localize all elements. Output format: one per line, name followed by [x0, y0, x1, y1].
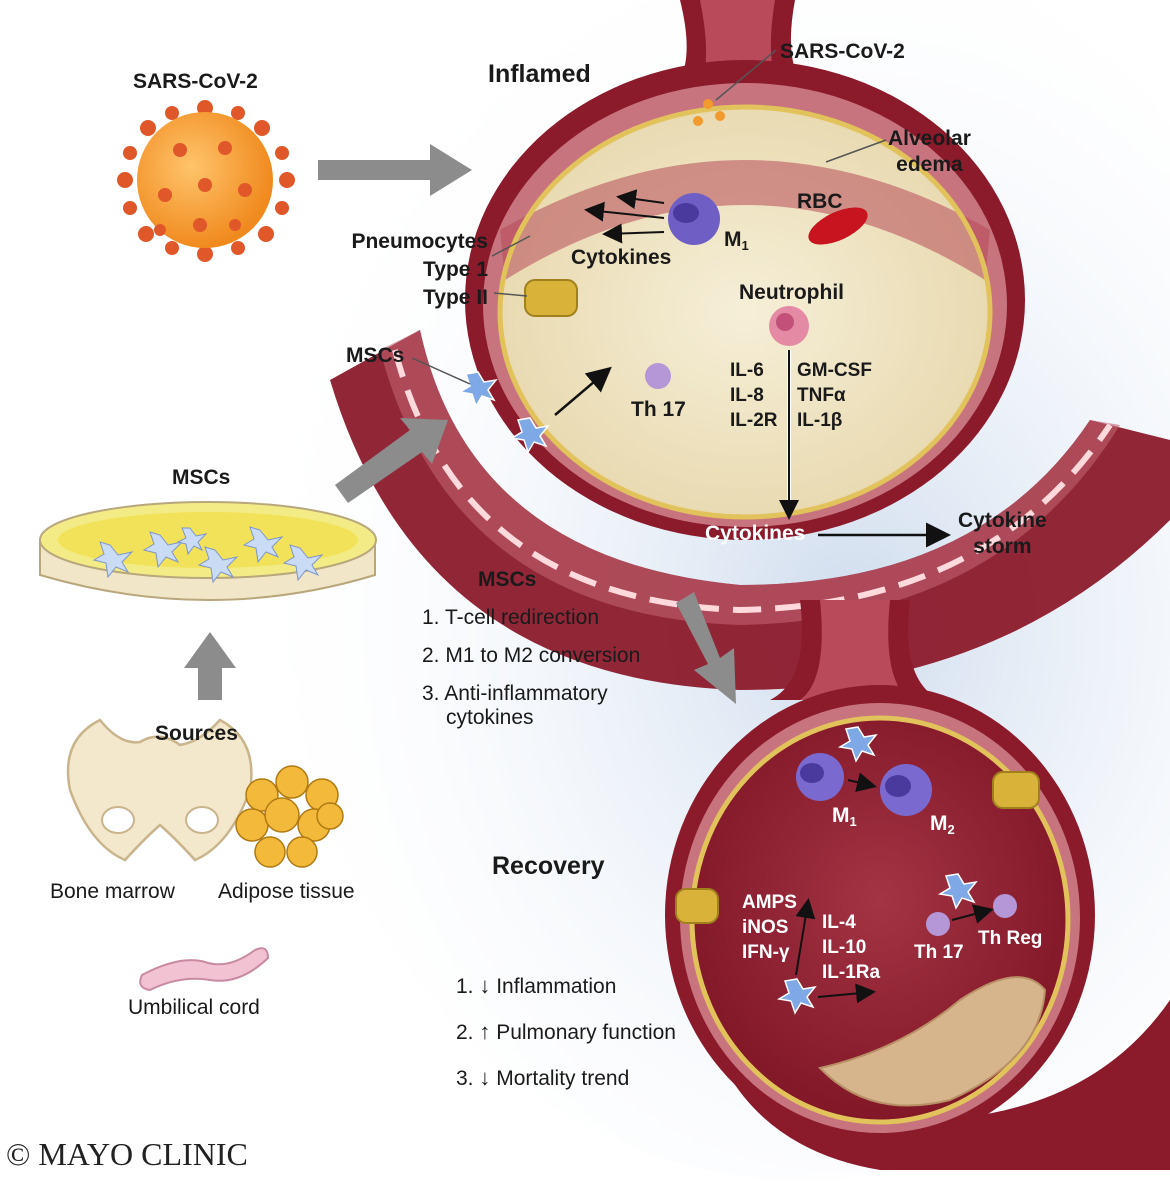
- msc-action-3-cont: cytokines: [446, 706, 534, 729]
- virus-spikes: [117, 100, 295, 262]
- virus-particle: [117, 100, 295, 262]
- cytokine-il8: IL-8: [730, 385, 764, 406]
- msc-action-2: 2. M1 to M2 conversion: [422, 644, 641, 667]
- m1-subscript: 1: [741, 238, 749, 253]
- pneumocytes-type-2: Type II: [423, 286, 488, 309]
- down-arrow-icon: ↓: [479, 1065, 491, 1090]
- inflamed-title: Inflamed: [488, 60, 591, 88]
- petri-dish: [39, 501, 377, 601]
- adipose-tissue-icon: [235, 765, 344, 868]
- m2-rec-letter: M: [930, 812, 948, 835]
- cytokines-inner-label: Cytokines: [571, 246, 672, 269]
- msc-actions: MSCs 1. T-cell redirection 2. M1 to M2 c…: [422, 568, 640, 730]
- outcome-1: 1. ↓ Inflammation: [456, 973, 676, 999]
- recovery-list-left: AMPS iNOS IFN-γ: [742, 890, 797, 965]
- threg-label: Th Reg: [978, 928, 1043, 949]
- recovery-list-right: IL-4 IL-10 IL-1Ra: [822, 910, 880, 985]
- recovery-title: Recovery: [492, 852, 605, 880]
- m1-letter: M: [724, 228, 742, 251]
- alveolar-edema-line-1: Alveolar: [888, 127, 971, 150]
- cytokine-storm-label: Cytokine storm: [958, 508, 1047, 560]
- cytokine-gmcsf: GM-CSF: [797, 360, 872, 381]
- rec-inos: iNOS: [742, 917, 789, 938]
- down-arrow-icon: ↓: [479, 973, 491, 998]
- pneumocytes-label: Pneumocytes Type 1 Type II: [330, 228, 488, 312]
- m2-recovery-label: M2: [930, 812, 955, 837]
- m1-rec-subscript: 1: [849, 814, 857, 829]
- msc-dish-label: MSCs: [172, 466, 231, 489]
- outcome-1-number: 1.: [456, 975, 474, 998]
- adipose-tissue-label: Adipose tissue: [218, 880, 355, 903]
- cytokine-il1b: IL-1β: [797, 410, 843, 431]
- th17-inflamed-label: Th 17: [631, 398, 686, 421]
- bone-marrow-label: Bone marrow: [50, 880, 175, 903]
- cytokine-storm-line-1: Cytokine: [958, 509, 1047, 532]
- msc-action-1: 1. T-cell redirection: [422, 606, 600, 629]
- outcome-3-text: Mortality trend: [496, 1067, 630, 1090]
- outcome-1-text: Inflammation: [496, 975, 617, 998]
- cytokines-vessel-label: Cytokines: [705, 522, 806, 545]
- cytokine-il6: IL-6: [730, 360, 764, 381]
- rec-il10: IL-10: [822, 937, 867, 958]
- alveolar-edema-label: Alveolar edema: [888, 126, 971, 178]
- m1-inflamed-label: M1: [724, 228, 749, 253]
- cytokine-list-left: IL-6 IL-8 IL-2R: [730, 358, 778, 433]
- outcomes-list: 1. ↓ Inflammation 2. ↑ Pulmonary functio…: [456, 973, 676, 1091]
- cytokine-il2r: IL-2R: [730, 410, 778, 431]
- rec-amps: AMPS: [742, 892, 797, 913]
- cytokine-storm-line-2: storm: [973, 535, 1032, 558]
- msc-actions-title: MSCs: [478, 568, 537, 591]
- flow-arrows: [184, 144, 736, 704]
- alveolar-edema-line-2: edema: [896, 153, 963, 176]
- cytokine-list-right: GM-CSF TNFα IL-1β: [797, 358, 872, 433]
- m1-recovery-label: M1: [832, 804, 857, 829]
- umbilical-cord-icon: [139, 947, 270, 992]
- outcome-3: 3. ↓ Mortality trend: [456, 1065, 676, 1091]
- up-arrow-icon: ↑: [479, 1019, 491, 1044]
- outcome-3-number: 3.: [456, 1067, 474, 1090]
- outcome-2-text: Pulmonary function: [496, 1021, 676, 1044]
- sources-title: Sources: [155, 722, 238, 745]
- m2-rec-subscript: 2: [947, 822, 955, 837]
- pneumocytes-type-1: Type 1: [423, 258, 488, 281]
- recovery-alveolus: [665, 600, 1170, 1170]
- rec-il4: IL-4: [822, 912, 856, 933]
- sars-cov-2-label: SARS-CoV-2: [133, 70, 258, 93]
- rec-ifn-gamma: IFN-γ: [742, 942, 790, 963]
- neutrophil-label: Neutrophil: [739, 281, 844, 304]
- copyright-label: © MAYO CLINIC: [6, 1136, 248, 1172]
- m1-rec-letter: M: [832, 804, 850, 827]
- inflamed-alveolus: [330, 0, 1170, 690]
- umbilical-cord-label: Umbilical cord: [128, 996, 260, 1019]
- outcome-2-number: 2.: [456, 1021, 474, 1044]
- th17-recovery-label: Th 17: [914, 942, 964, 963]
- bone-marrow-icon: [66, 718, 253, 862]
- sars-cov-2-top-label: SARS-CoV-2: [780, 40, 905, 63]
- msc-vessel-label: MSCs: [346, 344, 405, 367]
- msc-action-3: 3. Anti-inflammatory: [422, 682, 608, 705]
- cytokine-tnfa: TNFα: [797, 385, 846, 406]
- pneumocytes-title: Pneumocytes: [351, 230, 488, 253]
- rbc-label: RBC: [797, 190, 843, 213]
- rec-il1ra: IL-1Ra: [822, 962, 881, 983]
- outcome-2: 2. ↑ Pulmonary function: [456, 1019, 676, 1045]
